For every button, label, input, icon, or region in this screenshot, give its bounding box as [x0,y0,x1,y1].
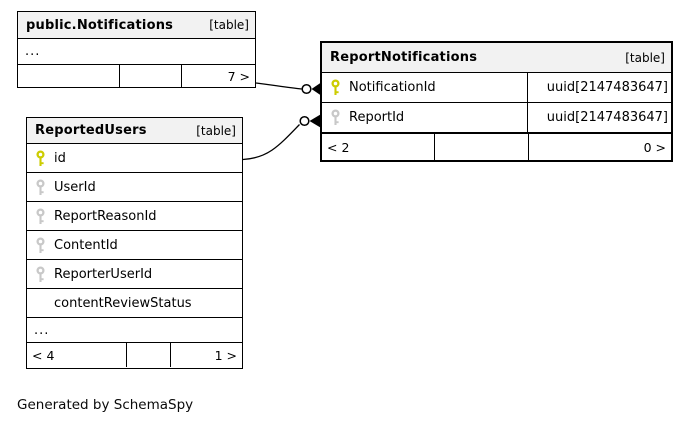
generator-note: Generated by SchemaSpy [17,397,194,413]
foreign-key-icon [27,236,54,254]
column-name: NotificationId [349,80,436,95]
column-row-reportreasonid[interactable]: ReportReasonId [27,202,242,231]
table-title: public.Notifications [26,17,174,33]
primary-key-icon [322,79,349,96]
table-type-badge: [table] [625,50,665,65]
table-header[interactable]: ReportedUsers [table] [27,118,242,144]
edge-reportedusers-id-to-reportid [242,114,320,161]
footer-related-in: < 4 [32,347,55,363]
footer-related-in: < 2 [327,139,350,155]
footer-related-out: 7 > [181,65,255,88]
table-footer: 7 > [18,65,255,88]
collapsed-columns-indicator[interactable]: ... [27,318,242,343]
column-type: uuid[2147483647] [527,73,671,102]
table-header[interactable]: ReportNotifications [table] [322,43,671,73]
collapsed-columns-indicator[interactable]: ... [18,39,255,65]
column-name: ReportReasonId [54,208,157,224]
column-row-id[interactable]: id [27,144,242,173]
foreign-key-icon [27,265,54,283]
table-title: ReportedUsers [35,123,147,138]
footer-related-out: 0 > [528,134,671,160]
open-circle-marker [301,83,312,95]
footer-middle [119,65,181,88]
column-name: id [54,150,66,166]
table-title: ReportNotifications [330,50,478,65]
table-public-notifications[interactable]: public.Notifications [table] ... 7 > [17,11,256,88]
column-name: contentReviewStatus [54,295,192,311]
table-report-notifications[interactable]: ReportNotifications [table] Notification… [320,41,673,162]
column-name: ReporterUserId [54,266,153,282]
open-circle-marker [299,115,310,127]
column-name: UserId [54,179,96,195]
column-name: ContentId [54,237,118,253]
edge-notifications-to-notificationid [255,82,320,95]
column-type: uuid[2147483647] [527,103,671,132]
foreign-key-icon [322,109,349,126]
solid-arrowhead-marker [309,114,320,128]
foreign-key-icon [27,178,54,196]
column-row-notificationid[interactable]: NotificationId uuid[2147483647] [322,73,671,103]
column-row-contentid[interactable]: ContentId [27,231,242,260]
column-row-reporteruserid[interactable]: ReporterUserId [27,260,242,289]
column-row-contentreviewstatus[interactable]: contentReviewStatus [27,289,242,318]
footer-middle [434,134,528,160]
footer-related-in [18,65,119,88]
footer-related-out: 1 > [170,343,242,367]
foreign-key-icon [27,207,54,225]
table-type-badge: [table] [196,123,236,138]
column-row-reportid[interactable]: ReportId uuid[2147483647] [322,103,671,133]
table-reported-users[interactable]: ReportedUsers [table] id UserI [26,117,243,369]
table-type-badge: [table] [209,18,249,32]
table-footer: < 2 0 > [322,133,671,160]
table-footer: < 4 1 > [27,343,242,367]
footer-middle [126,343,170,367]
column-name: ReportId [349,110,405,125]
column-row-userid[interactable]: UserId [27,173,242,202]
solid-arrowhead-marker [311,83,320,95]
primary-key-icon [27,149,54,167]
table-header[interactable]: public.Notifications [table] [18,12,255,39]
